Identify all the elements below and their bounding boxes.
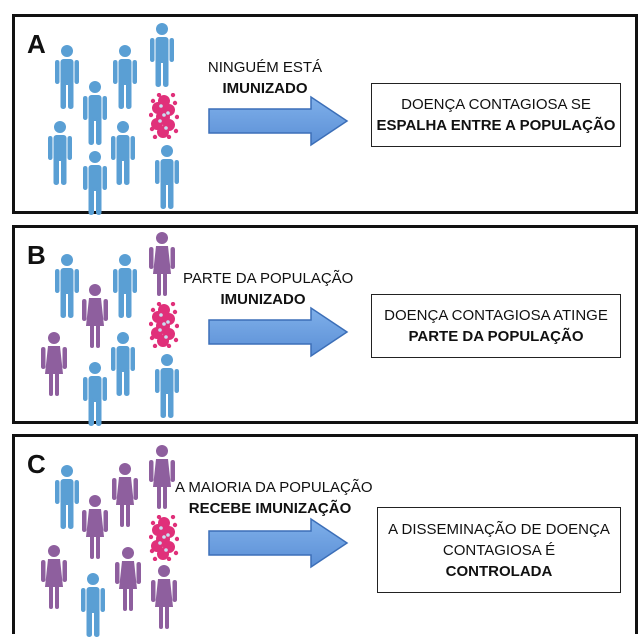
person-icon <box>55 254 79 318</box>
caption-line-bold: RECEBE IMUNIZAÇÃO <box>188 500 352 517</box>
person-icon <box>151 565 177 629</box>
panel-letter: A <box>27 29 46 59</box>
person-icon <box>115 547 141 611</box>
caption-line: NINGUÉM ESTÁ <box>207 59 323 76</box>
person-icon <box>55 465 79 529</box>
caption-line: PARTE DA POPULAÇÃO <box>183 270 354 287</box>
arrow-icon <box>208 306 349 358</box>
person-icon <box>155 145 179 209</box>
person-icon <box>111 121 135 185</box>
immunization-caption: PARTE DA POPULAÇÃO IMUNIZADO <box>183 268 354 310</box>
panel-letter: B <box>27 240 46 270</box>
outcome-box: DOENÇA CONTAGIOSA ATINGE PARTE DA POPULA… <box>371 294 621 358</box>
outcome-line: DOENÇA CONTAGIOSA ATINGE <box>384 307 608 324</box>
person-icon <box>149 445 175 509</box>
population-group <box>15 17 195 217</box>
outcome-box: DOENÇA CONTAGIOSA SE ESPALHA ENTRE A POP… <box>371 83 621 147</box>
person-icon <box>83 151 107 215</box>
caption-line-bold: IMUNIZADO <box>220 291 306 308</box>
person-icon <box>112 463 138 527</box>
outcome-box: A DISSEMINAÇÃO DE DOENÇA CONTAGIOSA É CO… <box>377 507 621 593</box>
virus-icon <box>149 302 179 348</box>
person-icon <box>150 23 174 87</box>
person-icon <box>55 45 79 109</box>
panel-c: C A MAIORIA DA POPULAÇÃO RECEBE IMUNIZAÇ… <box>12 434 638 637</box>
person-icon <box>149 232 175 296</box>
outcome-line: A DISSEMINAÇÃO DE DOENÇA <box>388 520 610 538</box>
person-icon <box>82 495 108 559</box>
panel-letter: C <box>27 449 46 479</box>
outcome-line-bold: CONTROLADA <box>445 562 553 580</box>
person-icon <box>83 362 107 426</box>
caption-line: A MAIORIA DA POPULAÇÃO <box>175 479 373 496</box>
caption-line-bold: IMUNIZADO <box>222 80 308 97</box>
arrow-icon <box>208 517 349 569</box>
population-group <box>15 437 195 637</box>
person-icon <box>82 284 108 348</box>
immunization-caption: A MAIORIA DA POPULAÇÃO RECEBE IMUNIZAÇÃO <box>175 477 373 519</box>
person-icon <box>113 45 137 109</box>
person-icon <box>111 332 135 396</box>
person-icon <box>113 254 137 318</box>
person-icon <box>48 121 72 185</box>
virus-icon <box>149 93 179 139</box>
immunization-caption: NINGUÉM ESTÁ IMUNIZADO <box>195 57 335 99</box>
panel-b: B PARTE DA POPULAÇÃO IMUNIZADO DOENÇA CO… <box>12 225 638 426</box>
virus-icon <box>149 515 179 561</box>
person-icon <box>155 354 179 418</box>
panel-a: A NINGUÉM ESTÁ IMUNIZADO DOENÇA CONTAGIO… <box>12 14 638 217</box>
population-group <box>15 228 195 428</box>
outcome-line-bold: PARTE DA POPULAÇÃO <box>408 328 584 345</box>
person-icon <box>41 545 67 609</box>
arrow-icon <box>208 95 349 147</box>
person-icon <box>83 81 107 145</box>
person-icon <box>41 332 67 396</box>
outcome-line: DOENÇA CONTAGIOSA SE <box>401 96 591 113</box>
outcome-line-bold: ESPALHA ENTRE A POPULAÇÃO <box>376 117 616 134</box>
person-icon <box>81 573 105 637</box>
outcome-line: CONTAGIOSA É <box>442 541 556 559</box>
